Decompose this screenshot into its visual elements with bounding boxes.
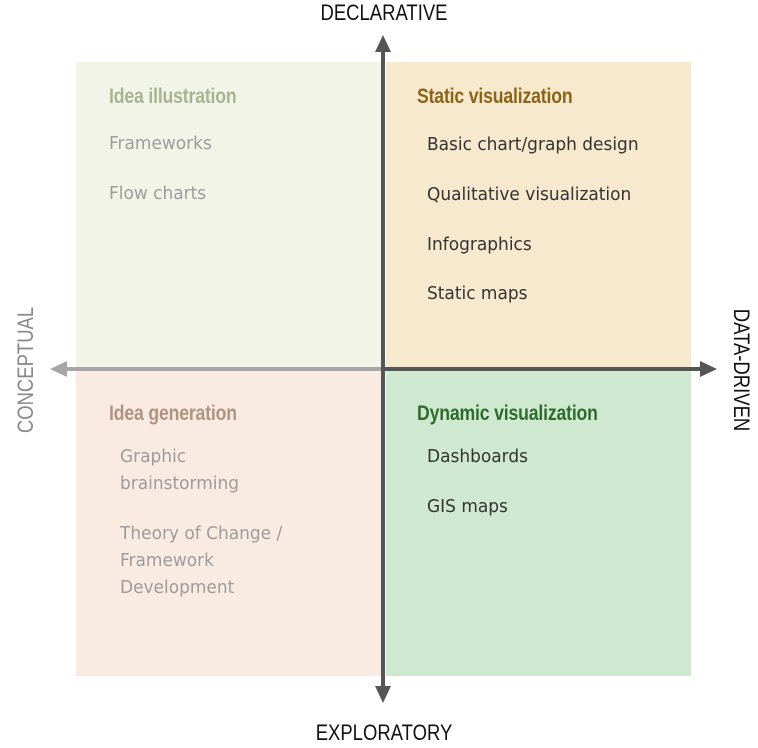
quadrant-title: Static visualization	[417, 85, 573, 108]
quadrant-title: Idea illustration	[109, 85, 237, 108]
arrow-right-icon	[700, 361, 717, 377]
axis-label-left: CONCEPTUAL	[13, 306, 38, 434]
quadrant-item: Theory of Change /	[120, 524, 283, 544]
quadrant-item: Dashboards	[427, 447, 528, 467]
quadrant-item: Framework	[120, 551, 214, 571]
quadrant-title: Idea generation	[109, 402, 237, 425]
axis-label-top: DECLARATIVE	[320, 0, 448, 25]
quadrant-item: Basic chart/graph design	[427, 135, 639, 155]
quadrant-idea-illustration: Idea illustration Frameworks Flow charts	[76, 62, 382, 368]
quadrant-item: Infographics	[427, 235, 532, 255]
quadrant-idea-generation: Idea generation Graphic brainstorming Th…	[76, 370, 382, 676]
quadrant-static-visualization: Static visualization Basic chart/graph d…	[386, 62, 691, 368]
quadrant-item: Graphic	[120, 447, 187, 467]
axis-label-right: DATA-DRIVEN	[729, 308, 754, 432]
quadrant-item: Development	[120, 578, 235, 598]
quadrant-item: Static maps	[427, 284, 528, 304]
arrow-down-icon	[375, 686, 391, 703]
arrow-up-icon	[375, 35, 391, 52]
quadrant-item: Frameworks	[109, 134, 212, 154]
arrow-left-icon	[50, 361, 67, 377]
quadrant-title: Dynamic visualization	[417, 402, 598, 425]
quadrant-dynamic-visualization: Dynamic visualization Dashboards GIS map…	[386, 370, 691, 676]
axis-label-bottom: EXPLORATORY	[315, 720, 453, 745]
quadrant-item: Flow charts	[109, 184, 207, 204]
quadrant-item: GIS maps	[427, 497, 508, 517]
quadrant-item: Qualitative visualization	[427, 185, 632, 205]
quadrant-item: brainstorming	[120, 474, 239, 494]
